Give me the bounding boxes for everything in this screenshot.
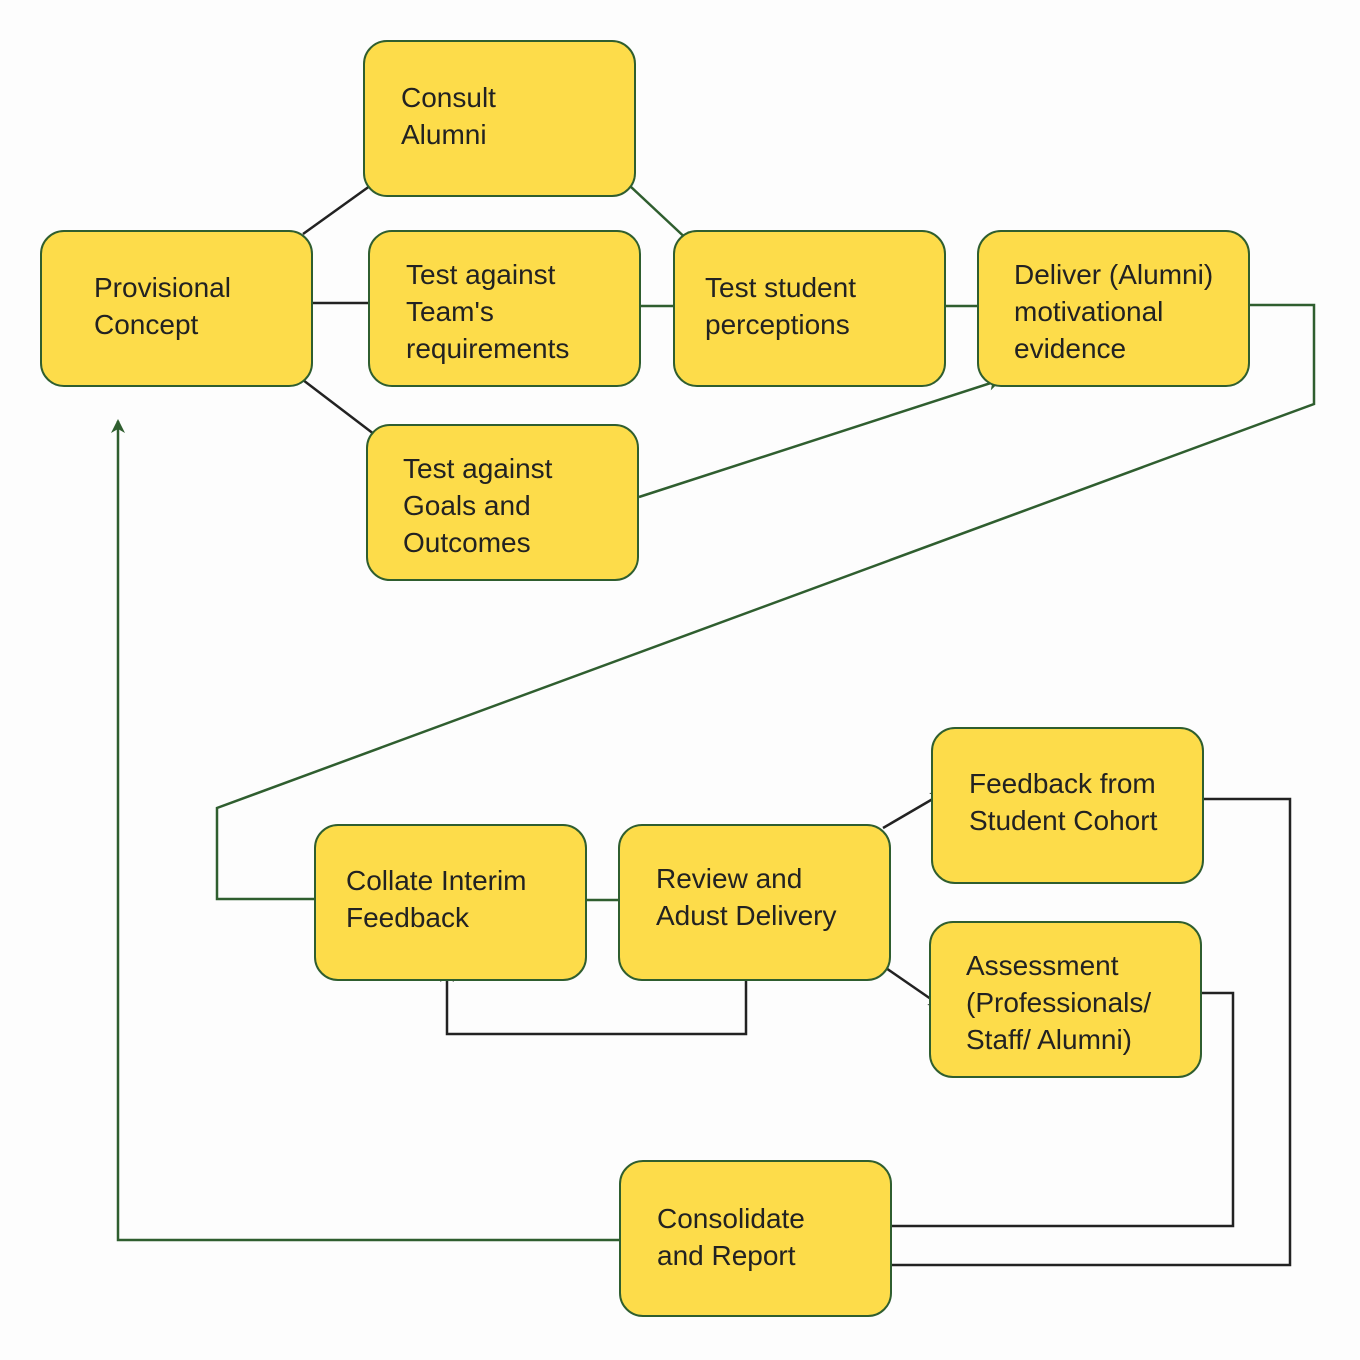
node-label: Test student perceptions [705,272,856,340]
node-deliver-evidence: Deliver (Alumni) motivational evidence [977,230,1250,387]
node-review-adjust-delivery: Review and Adust Delivery [618,824,891,981]
node-test-team-requirements: Test against Team's requirements [368,230,641,387]
arrow-feedback-to-consolidate [875,797,1292,1272]
node-label: Test against Goals and Outcomes [403,453,553,558]
node-label: Provisional Concept [94,272,231,340]
node-assessment: Assessment (Professionals/ Staff/ Alumni… [929,921,1202,1078]
node-label: Deliver (Alumni) motivational evidence [1014,259,1214,364]
arrow-assessment-to-consolidate [875,991,1235,1233]
node-provisional-concept: Provisional Concept [40,230,313,387]
arrow-deliver-to-collate [215,303,1316,906]
node-collate-interim-feedback: Collate Interim Feedback [314,824,587,981]
node-test-student-perceptions: Test student perceptions [673,230,946,387]
node-label: Assessment (Professionals/ Staff/ Alumni… [966,950,1152,1055]
node-label: Collate Interim Feedback [346,865,527,933]
arrow-goals-to-deliver [638,377,1002,499]
arrow-review-to-collate [440,968,748,1036]
node-consult-alumni: Consult Alumni [363,40,636,197]
arrow-consolidate-to-provisional [111,419,619,1242]
node-label: Test against Team's requirements [406,259,570,364]
node-label: Consolidate and Report [657,1203,805,1271]
node-feedback-student-cohort: Feedback from Student Cohort [931,727,1204,884]
node-label: Consult Alumni [401,82,496,150]
node-consolidate-report: Consolidate and Report [619,1160,892,1317]
node-label: Review and Adust Delivery [656,863,837,931]
node-test-goals-outcomes: Test against Goals and Outcomes [366,424,639,581]
node-label: Feedback from Student Cohort [969,768,1158,836]
arrow-provisional-to-goals [302,379,385,443]
